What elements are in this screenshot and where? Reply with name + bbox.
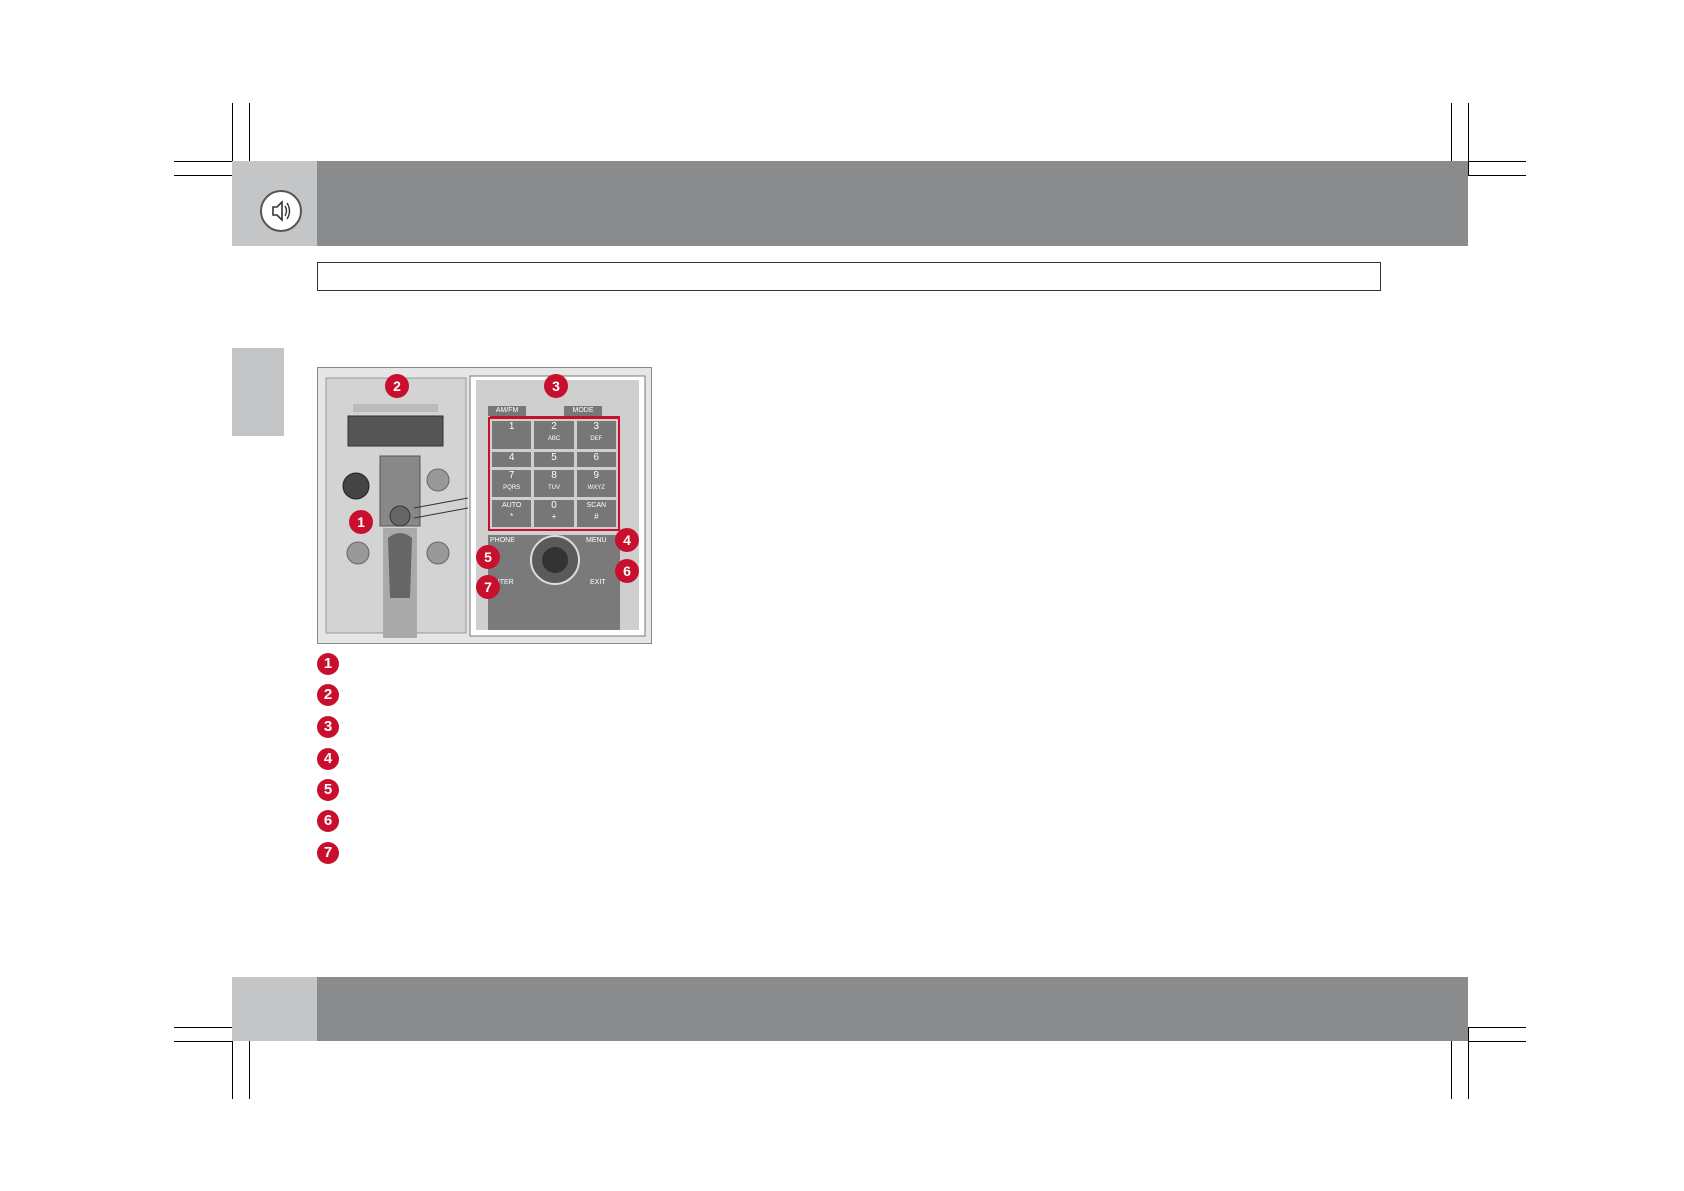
speaker-icon xyxy=(260,190,302,232)
crop-mark xyxy=(174,1041,232,1042)
am-fm-key: AM/FM xyxy=(488,406,526,416)
legend-marker-1: 1 xyxy=(317,653,339,675)
callout-4: 4 xyxy=(615,528,639,552)
key-6: 6 xyxy=(577,452,616,467)
crop-mark xyxy=(1468,161,1526,162)
exit-key: EXIT xyxy=(590,579,620,589)
crop-mark xyxy=(1468,1027,1526,1028)
header-bar xyxy=(317,161,1468,246)
volume-knob xyxy=(343,473,369,499)
chapter-tab xyxy=(232,348,284,436)
callout-1: 1 xyxy=(349,510,373,534)
legend-marker-3: 3 xyxy=(317,716,339,738)
callout-5: 5 xyxy=(476,545,500,569)
crop-mark xyxy=(174,175,232,176)
legend-marker-5: 5 xyxy=(317,779,339,801)
key-auto: AUTO* xyxy=(492,500,531,527)
crop-mark xyxy=(1468,175,1526,176)
callout-3: 3 xyxy=(544,374,568,398)
crop-mark xyxy=(1468,1027,1469,1099)
mode-key: MODE xyxy=(564,406,602,416)
crop-mark xyxy=(174,1027,232,1028)
crop-mark xyxy=(1468,103,1469,175)
callout-2: 2 xyxy=(385,374,409,398)
callout-6: 6 xyxy=(615,559,639,583)
legend-marker-2: 2 xyxy=(317,684,339,706)
footer-bar xyxy=(317,977,1468,1041)
key-0: 0+ xyxy=(534,500,573,527)
phone-key: PHONE xyxy=(490,537,530,547)
key-4: 4 xyxy=(492,452,531,467)
section-title-box xyxy=(317,262,1381,291)
key-scan: SCAN# xyxy=(577,500,616,527)
legend-marker-6: 6 xyxy=(317,810,339,832)
key-5: 5 xyxy=(534,452,573,467)
crop-mark xyxy=(1468,1041,1526,1042)
legend-marker-4: 4 xyxy=(317,748,339,770)
crop-mark xyxy=(174,161,232,162)
display-screen xyxy=(348,416,443,446)
footer-left-panel xyxy=(232,977,317,1041)
navigation-center-button xyxy=(542,547,568,573)
menu-key: MENU xyxy=(586,537,616,547)
legend-marker-7: 7 xyxy=(317,842,339,864)
key-1: 1 xyxy=(492,421,531,449)
callout-7: 7 xyxy=(476,575,500,599)
